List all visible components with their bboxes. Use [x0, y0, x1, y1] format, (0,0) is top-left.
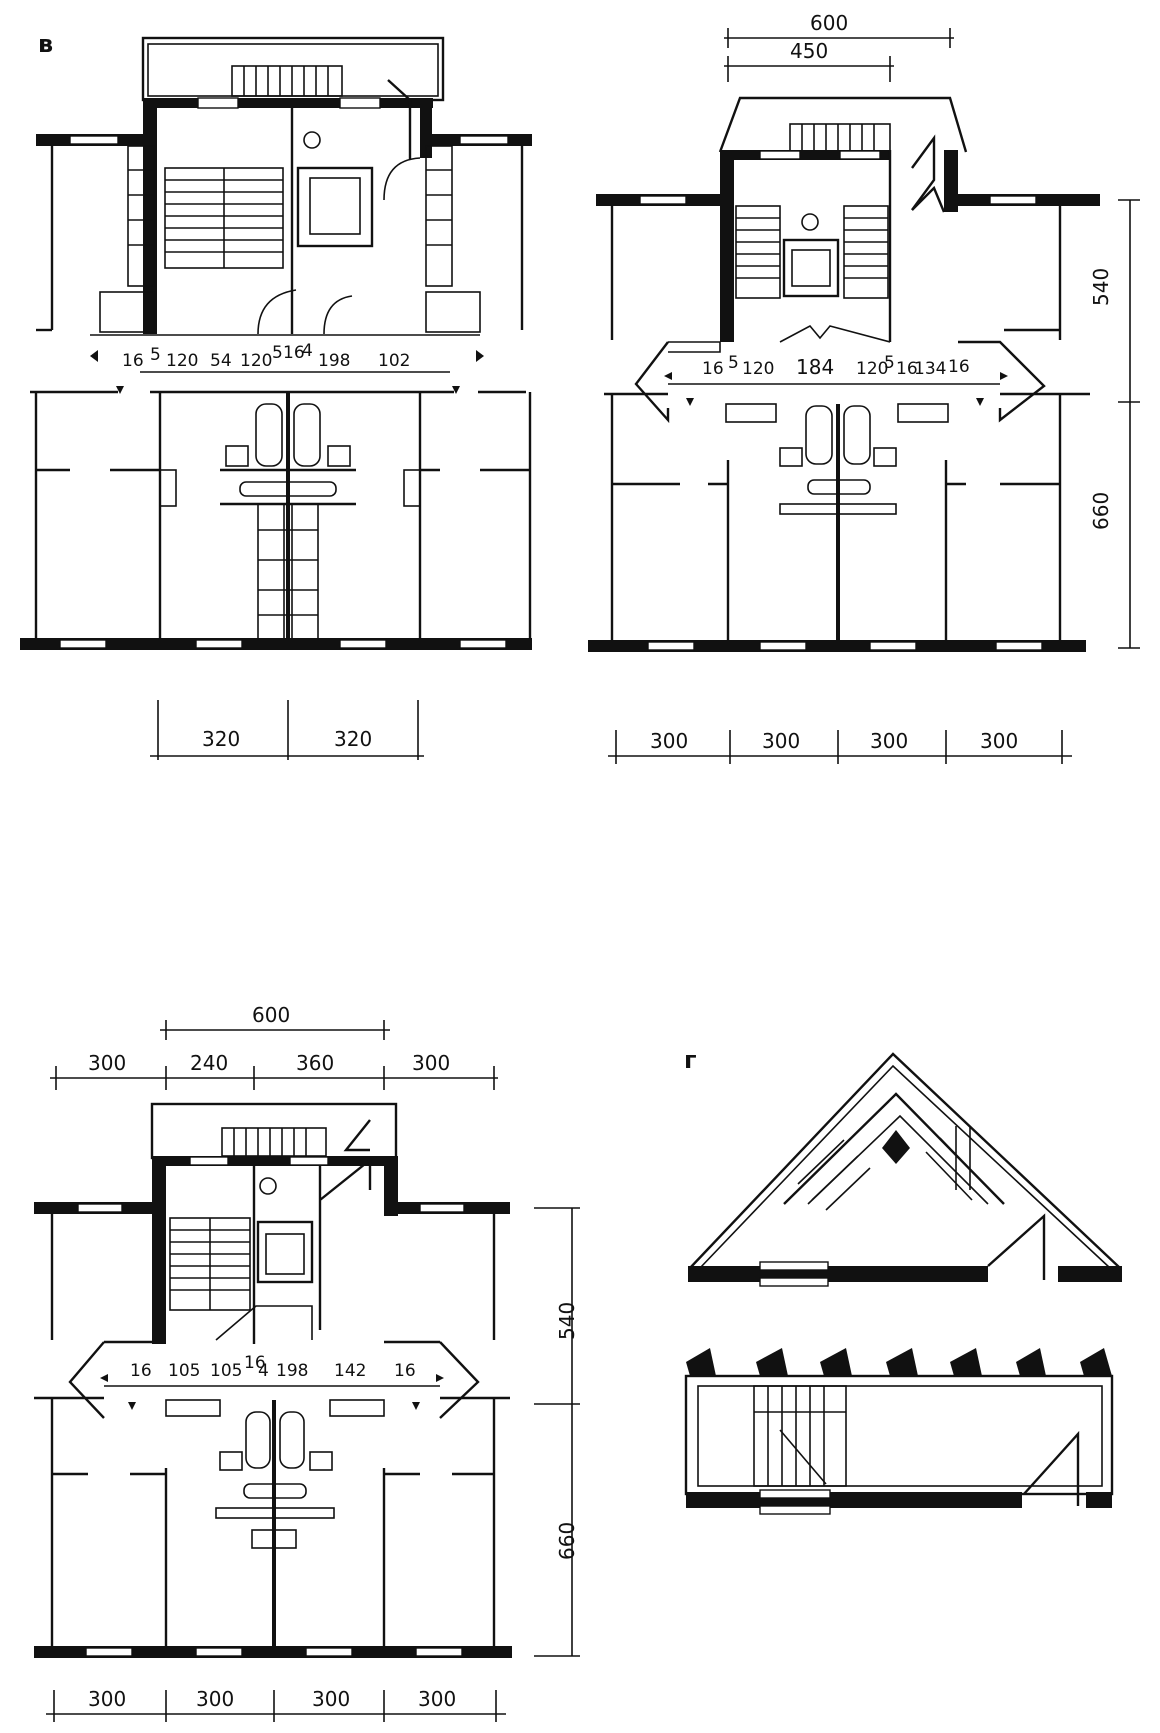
plan-b: в — [20, 30, 532, 760]
plan-bl-dim-7: 142 — [334, 1361, 366, 1381]
plan-bl-dim-600: 600 — [252, 1003, 290, 1027]
plan-b-lower-rooms — [20, 390, 532, 650]
plan-tr-dim-660: 660 — [1089, 492, 1113, 530]
plan-bl-bay-3: 300 — [312, 1687, 350, 1711]
plan-bl-dim-5: 4 — [258, 1361, 269, 1381]
plan-bl-side-rooms — [34, 1202, 510, 1340]
plan-bl-dim-8: 16 — [394, 1361, 416, 1381]
plan-g-triangular-stair — [688, 1052, 1122, 1287]
plan-b-dim-1: 16 — [122, 351, 144, 371]
plan-b-dim-5: 120 — [240, 351, 272, 371]
plan-tr-lower-rooms — [588, 392, 1090, 652]
plan-b-marker: в — [38, 30, 53, 58]
plan-tr-dim-450: 450 — [790, 39, 828, 63]
plan-tr-bay-2: 300 — [762, 729, 800, 753]
plan-tr-dim-7: 16 — [896, 359, 918, 379]
plan-tr-dim-2: 5 — [728, 353, 739, 373]
plan-bl-bay-4: 300 — [418, 1687, 456, 1711]
plan-tr-dim-1: 16 — [702, 359, 724, 379]
plan-tr-dim-8: 134 — [914, 359, 946, 379]
plan-bl-corridor: 16 105 105 16 4 198 142 16 — [68, 1340, 480, 1419]
plan-tr-dim-6: 5 — [884, 353, 895, 373]
plan-tr-bay-3: 300 — [870, 729, 908, 753]
plan-bl-dim-1: 16 — [130, 1361, 152, 1381]
plan-tr-dim-600: 600 — [810, 11, 848, 35]
plan-tr-bay-1: 300 — [650, 729, 688, 753]
plan-tr-bay-dimensions: 300 300 300 300 — [608, 729, 1072, 764]
plan-bl-upper-2: 240 — [190, 1051, 228, 1075]
plan-tr-dim-540: 540 — [1089, 268, 1113, 306]
plan-b-dim-2: 5 — [150, 345, 161, 365]
plan-b-corridor-dimensions: 16 5 120 54 120 5 16 4 198 102 — [90, 334, 484, 394]
plan-b-core — [143, 79, 433, 335]
plan-bl-dim-4: 16 — [244, 1353, 266, 1373]
plan-tr-bay-4: 300 — [980, 729, 1018, 753]
plan-tr-dim-4: 184 — [796, 355, 834, 379]
plan-g-marker: г — [684, 1046, 697, 1074]
plan-tr-top-dimensions: 600 450 — [724, 11, 954, 82]
plan-bl-upper-1: 300 — [88, 1051, 126, 1075]
plan-bl-bay-2: 300 — [196, 1687, 234, 1711]
plan-b-left-rooms — [36, 134, 156, 333]
plan-bl-top-dimensions: 600 300 240 360 300 — [50, 1003, 498, 1090]
plan-b-dim-10: 102 — [378, 351, 410, 371]
plan-bl-upper-3: 360 — [296, 1051, 334, 1075]
plan-b-dim-8: 4 — [302, 341, 313, 361]
plan-tr-corridor: 16 5 120 184 120 5 16 134 16 — [634, 340, 1046, 424]
plan-bl-lower-rooms — [34, 1396, 512, 1658]
plan-g-rect-stair — [684, 1348, 1114, 1515]
plan-tr-dim-3: 120 — [742, 359, 774, 379]
plan-bl-dim-6: 198 — [276, 1361, 308, 1381]
plan-b-bay-1: 320 — [202, 727, 240, 751]
plan-bl-dim-3: 105 — [210, 1361, 242, 1381]
plan-g: г — [684, 1046, 1122, 1515]
plan-bl-dim-2: 105 — [168, 1361, 200, 1381]
plan-bl-bay-1: 300 — [88, 1687, 126, 1711]
plan-tr-side-dimensions: 540 660 — [1089, 199, 1140, 649]
plan-bl-upper-4: 300 — [412, 1051, 450, 1075]
plan-bl-core — [150, 1102, 398, 1344]
plan-b-dim-3: 120 — [166, 351, 198, 371]
plan-bl-dim-660: 660 — [555, 1522, 579, 1560]
plan-bl-dim-540: 540 — [555, 1302, 579, 1340]
plan-top-right: 600 450 — [588, 11, 1140, 764]
plan-bl-bay-dimensions: 300 300 300 300 — [46, 1687, 506, 1722]
plan-b-bay-dimensions: 320 320 — [150, 700, 424, 760]
plan-tr-side-rooms — [596, 194, 1100, 340]
plan-b-dim-7: 16 — [283, 343, 305, 363]
plan-tr-dim-9: 16 — [948, 357, 970, 377]
plan-tr-dim-5: 120 — [856, 359, 888, 379]
plan-b-bay-2: 320 — [334, 727, 372, 751]
plan-b-dim-4: 54 — [210, 351, 232, 371]
plan-bl-side-dimensions: 540 660 — [534, 1207, 580, 1657]
plan-b-dim-9: 198 — [318, 351, 350, 371]
plan-tr-core — [718, 96, 968, 343]
plan-b-right-rooms — [420, 134, 532, 333]
plan-bottom-left: 600 300 240 360 300 — [34, 1003, 580, 1722]
plan-b-dim-6: 5 — [272, 343, 283, 363]
